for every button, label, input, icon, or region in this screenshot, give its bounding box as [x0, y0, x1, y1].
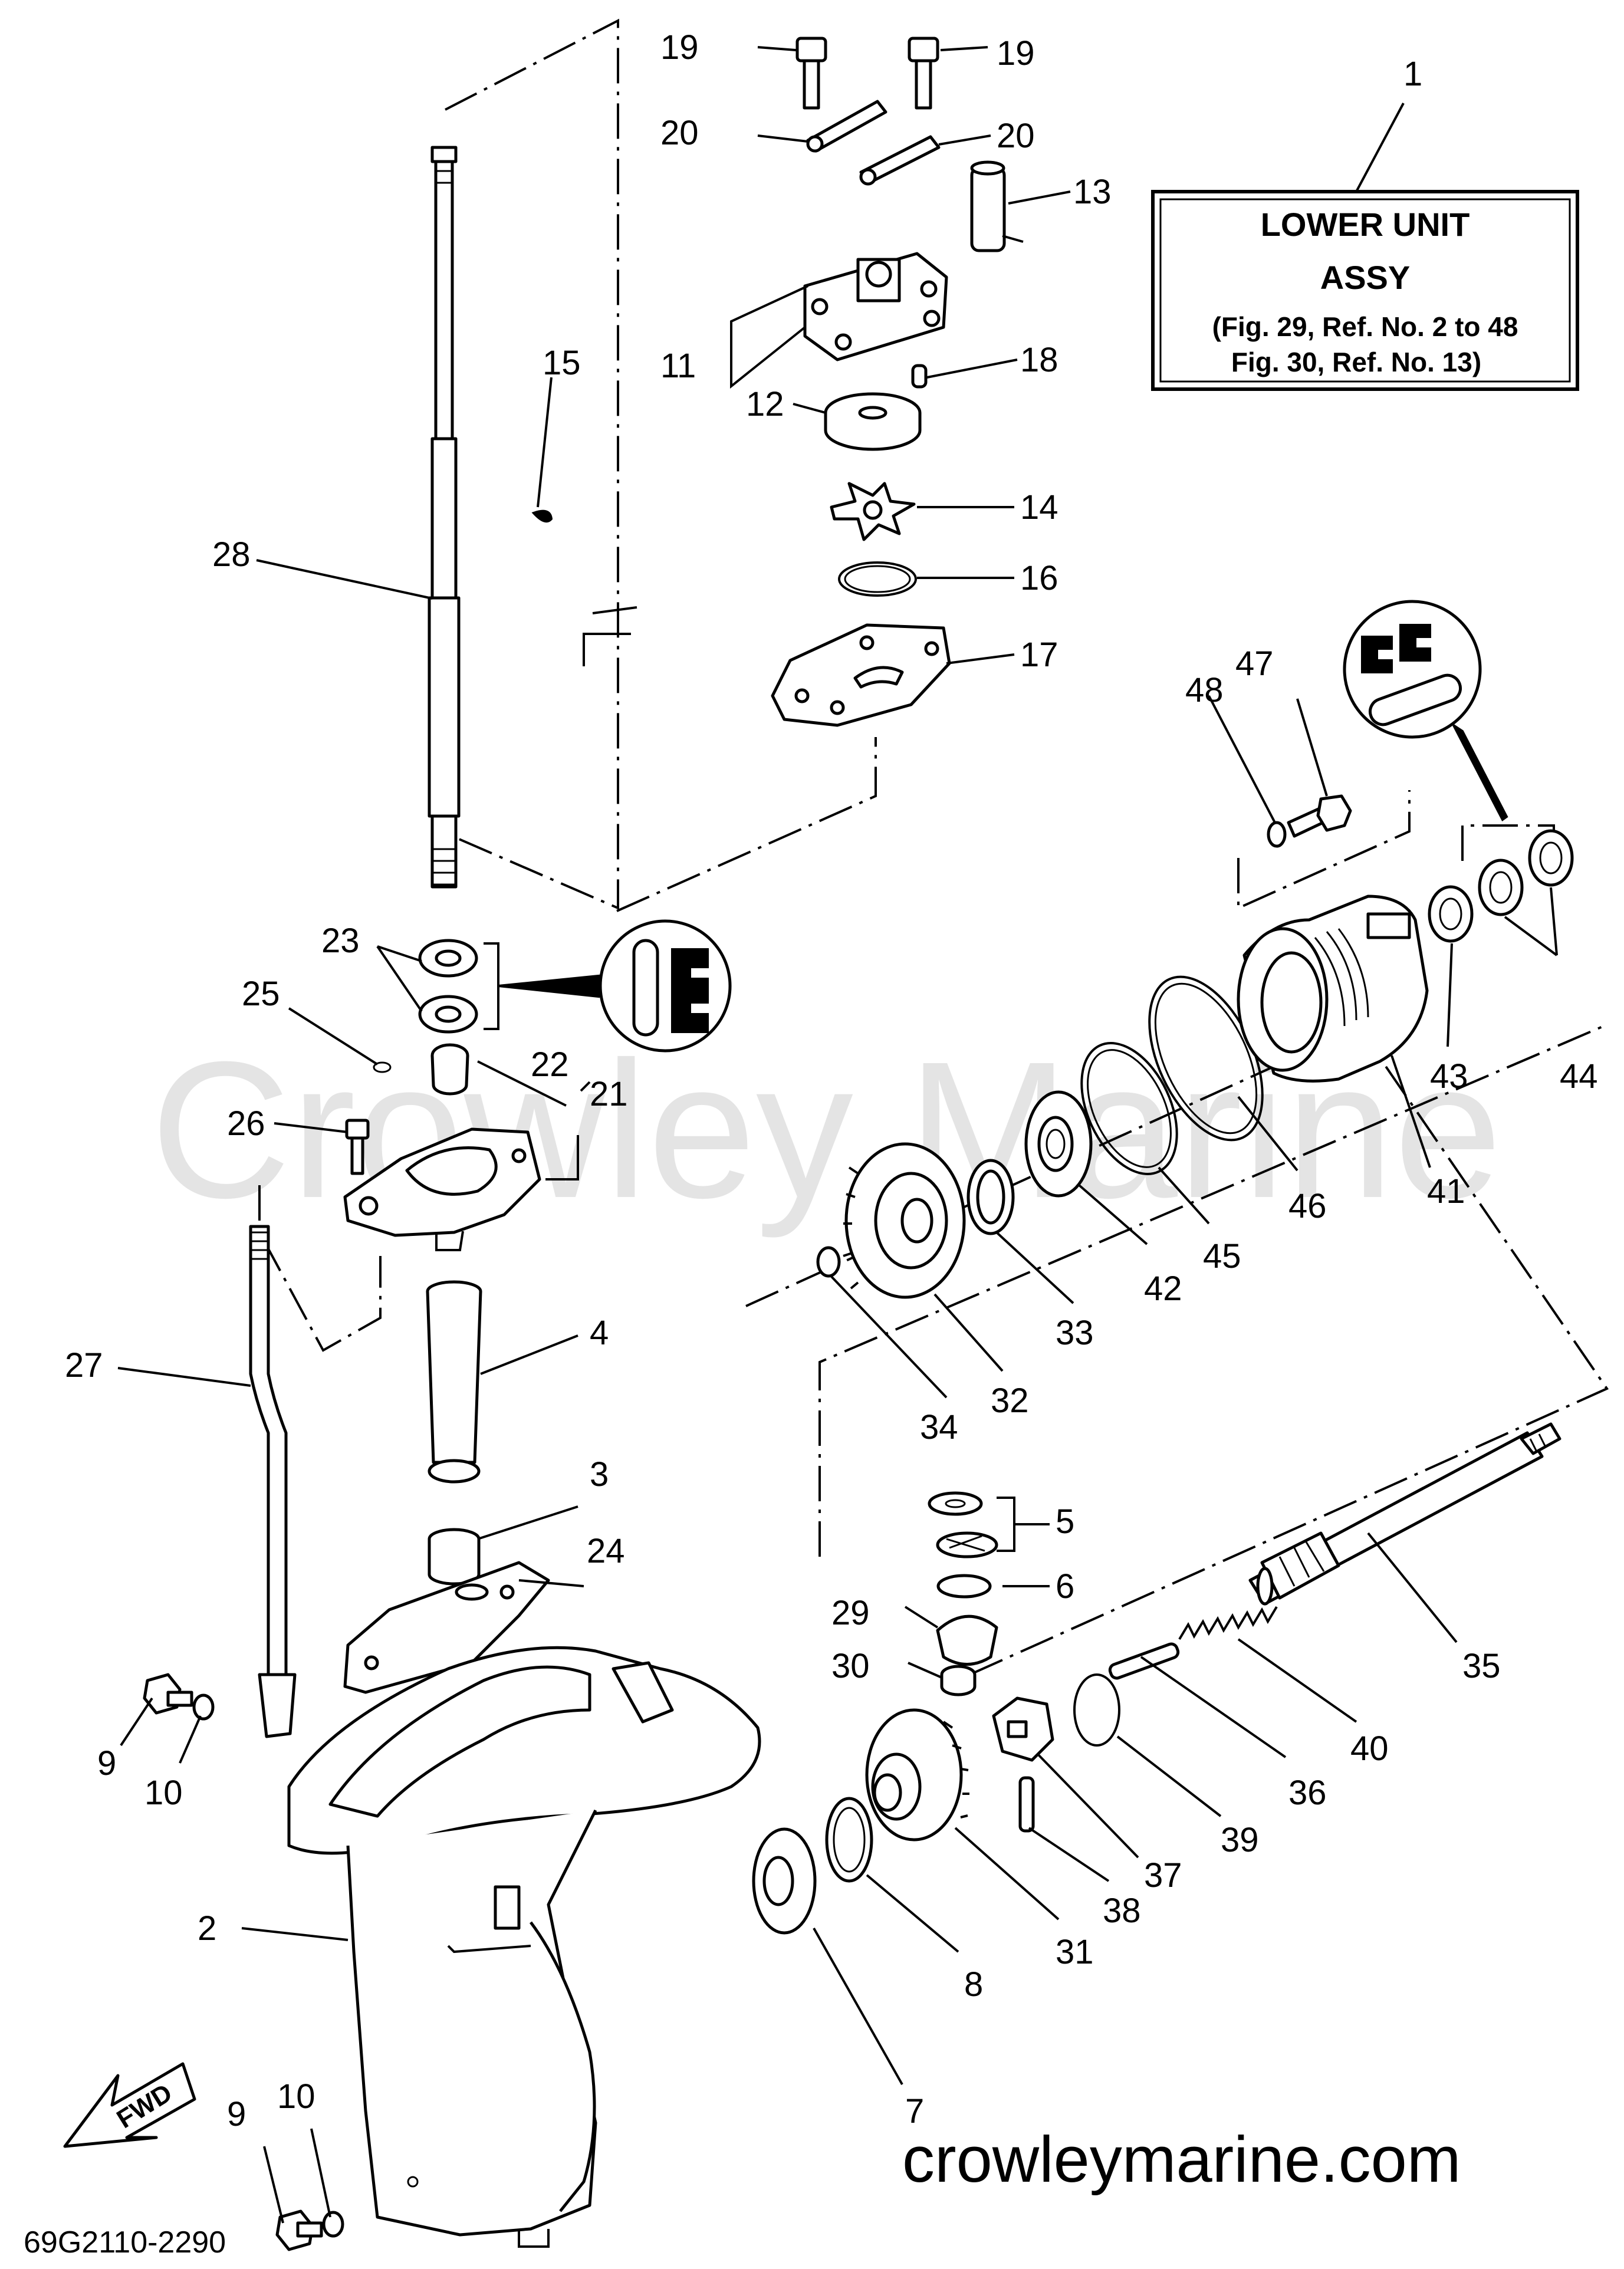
assy-title: LOWER UNIT [1261, 206, 1470, 243]
callout-c8: 8 [964, 1965, 983, 2004]
callout-c19b: 19 [997, 34, 1035, 73]
callout-c26: 26 [227, 1104, 265, 1143]
propeller-cap-group [1080, 895, 1429, 1175]
callout-c32: 32 [991, 1382, 1029, 1420]
assy-ref-line2: Fig. 30, Ref. No. 13) [1231, 347, 1481, 377]
shift-rod [249, 1225, 297, 1738]
callout-c37: 37 [1144, 1856, 1182, 1895]
callout-c38: 38 [1103, 1892, 1141, 1930]
callout-c10a: 10 [144, 1774, 183, 1812]
callout-c6: 6 [1056, 1567, 1074, 1606]
callout-c35: 35 [1462, 1647, 1501, 1685]
lower-unit-assy-box: LOWER UNIT ASSY (Fig. 29, Ref. No. 2 to … [1151, 190, 1579, 391]
callout-c20b: 20 [997, 117, 1035, 155]
callout-c21: 21 [590, 1075, 628, 1113]
water-pump [771, 37, 1024, 727]
woodruff-key [531, 509, 553, 523]
oil-seal-housing [343, 1043, 541, 1251]
callout-c10b: 10 [277, 2077, 315, 2116]
callout-c39: 39 [1221, 1821, 1259, 1859]
callout-c12: 12 [746, 385, 784, 423]
drive-shaft [428, 146, 553, 889]
callout-c3: 3 [590, 1455, 609, 1494]
assy-subtitle: ASSY [1320, 259, 1411, 296]
callout-c23: 23 [321, 922, 360, 960]
callout-c36: 36 [1288, 1774, 1327, 1812]
water-tube [343, 1280, 550, 1694]
callout-c44: 44 [1560, 1057, 1598, 1096]
callout-c31: 31 [1056, 1933, 1094, 1971]
callout-c46: 46 [1288, 1187, 1327, 1225]
fwd-arrow: FWD [63, 2062, 196, 2148]
callout-c45: 45 [1203, 1237, 1241, 1275]
callout-c15: 15 [543, 344, 581, 382]
clutch-group [992, 1606, 1278, 1833]
callout-c41: 41 [1427, 1172, 1465, 1211]
diagram-code: 69G2110-2290 [24, 2225, 226, 2260]
callout-c11: 11 [660, 347, 696, 385]
callout-c43: 43 [1430, 1057, 1468, 1096]
callout-c30: 30 [831, 1647, 870, 1685]
callout-c4: 4 [590, 1314, 609, 1352]
callout-c9a: 9 [97, 1744, 116, 1783]
bearings-23 [418, 919, 732, 1053]
callout-c13: 13 [1073, 173, 1112, 211]
drain-screws [143, 1673, 344, 2251]
callout-c17: 17 [1020, 636, 1058, 674]
forward-gear-group [752, 1708, 969, 1935]
pinion-group [928, 1491, 1015, 1696]
callout-c7: 7 [905, 2092, 924, 2130]
callout-c2: 2 [198, 1909, 216, 1948]
callout-c1: 1 [1403, 55, 1422, 93]
callout-c34: 34 [920, 1408, 958, 1446]
callout-c16: 16 [1020, 559, 1058, 597]
callout-c25: 25 [242, 975, 280, 1013]
callout-c27: 27 [65, 1346, 103, 1385]
propeller-shaft [1248, 1422, 1561, 1606]
cap-fasteners [1267, 600, 1574, 943]
reverse-gear-group [816, 1090, 1093, 1299]
callout-c29: 29 [831, 1594, 870, 1632]
callout-c18: 18 [1020, 341, 1058, 379]
callout-c40: 40 [1350, 1729, 1389, 1768]
callout-c14: 14 [1020, 488, 1058, 527]
callout-c47: 47 [1235, 644, 1274, 683]
callout-c22: 22 [531, 1045, 569, 1084]
callout-c33: 33 [1056, 1314, 1094, 1352]
callout-c19a: 19 [660, 28, 699, 67]
callout-c20a: 20 [660, 114, 699, 152]
callout-c24: 24 [587, 1532, 625, 1570]
callout-c42: 42 [1144, 1270, 1182, 1308]
site-watermark: crowleymarine.com [902, 2123, 1461, 2196]
callout-c5: 5 [1056, 1502, 1074, 1541]
callout-c48: 48 [1185, 671, 1224, 709]
callout-c28: 28 [212, 535, 251, 574]
assy-ref-line1: (Fig. 29, Ref. No. 2 to 48 [1212, 311, 1518, 342]
leader-lines [117, 46, 1558, 2224]
callout-c9b: 9 [227, 2095, 246, 2133]
lower-case [287, 1646, 761, 2248]
